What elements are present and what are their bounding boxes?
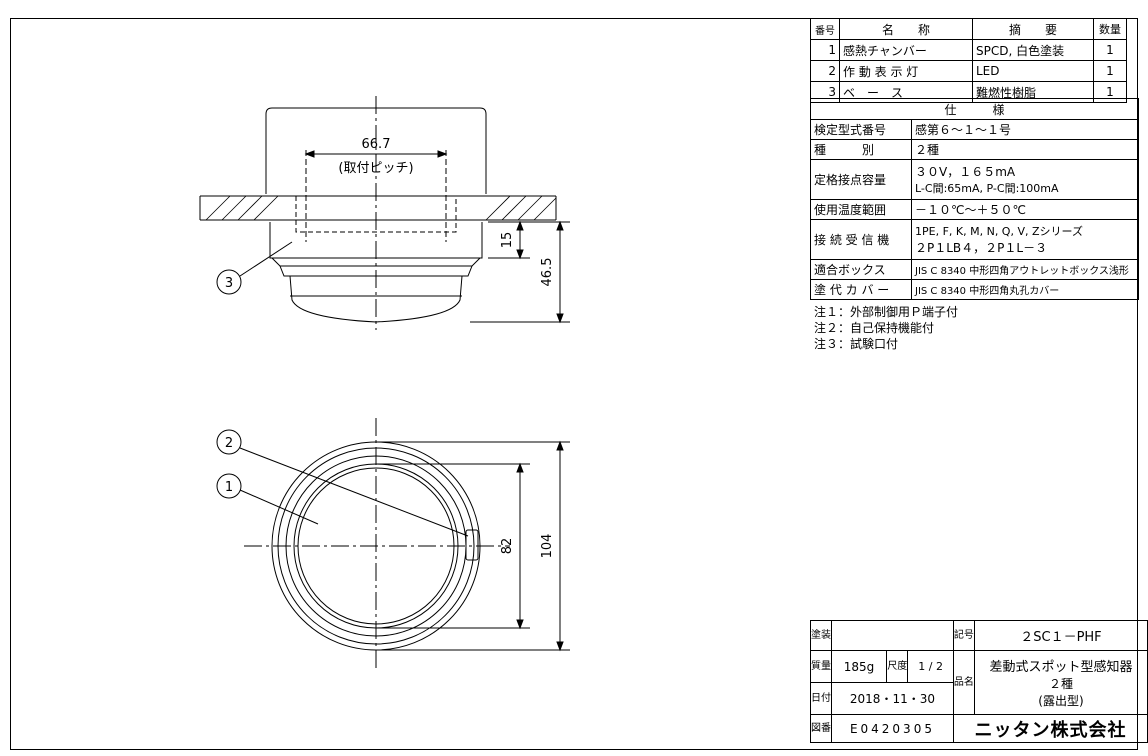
notes: 注１：外部制御用Ｐ端子付 注２：自己保持機能付 注３：試験口付 bbox=[814, 304, 958, 352]
header-name: 名 称 bbox=[839, 18, 973, 40]
drawing-number: E0420305 bbox=[831, 714, 954, 743]
title-block: 塗装 記号 ２SC１－PHF 質量 185g 尺度 1 / 2 品名 差動式スポ… bbox=[810, 620, 1148, 743]
table-row: 1 感熱チャンバー SPCD, 白色塗装 1 bbox=[810, 39, 1127, 61]
dim-inner-dia: 82 bbox=[500, 538, 515, 555]
table-row: 3 ベ ー ス 難燃性樹脂 1 bbox=[810, 81, 1127, 103]
header-no: 番号 bbox=[810, 18, 840, 40]
dim-base-height: 15 bbox=[500, 232, 515, 249]
company-logo: ニッタン株式会社 bbox=[952, 714, 1148, 743]
parts-table: 番号 名 称 摘 要 数量 1 感熱チャンバー SPCD, 白色塗装 1 2 作… bbox=[810, 18, 1127, 103]
balloon-1: 1 bbox=[225, 480, 233, 495]
note-2: 注２：自己保持機能付 bbox=[814, 321, 935, 335]
drawing-frame bbox=[10, 18, 1138, 750]
balloon-3: 3 bbox=[225, 276, 233, 291]
technical-drawing: 66.7 (取付ピッチ) 15 46.5 82 104 3 2 1 bbox=[199, 96, 570, 670]
spec-header: 仕 様 bbox=[810, 98, 1139, 120]
header-desc: 摘 要 bbox=[972, 18, 1094, 40]
product-name: 差動式スポット型感知器 ２種 (露出型) bbox=[973, 650, 1148, 715]
dim-pitch: 66.7 bbox=[362, 137, 391, 152]
dim-pitch-note: (取付ピッチ) bbox=[338, 161, 413, 176]
date: 2018・11・30 bbox=[831, 682, 954, 715]
product-code: ２SC１－PHF bbox=[973, 620, 1148, 651]
dim-total-height: 46.5 bbox=[540, 258, 555, 287]
note-1: 注１：外部制御用Ｐ端子付 bbox=[814, 305, 959, 319]
header-qty: 数量 bbox=[1093, 18, 1127, 40]
mass: 185g bbox=[830, 650, 888, 683]
scale: 1 / 2 bbox=[907, 650, 954, 683]
table-row: 2 作 動 表 示 灯 LED 1 bbox=[810, 60, 1127, 82]
balloon-2: 2 bbox=[225, 436, 233, 451]
note-3: 注３：試験口付 bbox=[814, 337, 899, 351]
dim-outer-dia: 104 bbox=[540, 534, 555, 559]
